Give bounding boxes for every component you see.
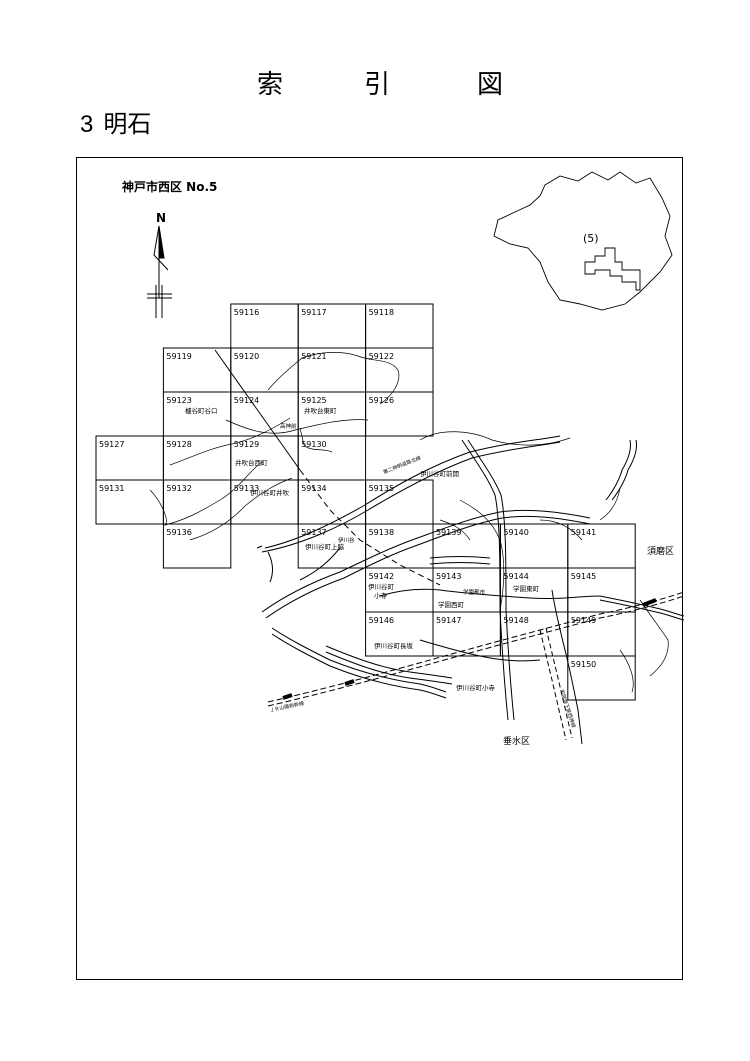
map-tile[interactable] xyxy=(162,523,232,569)
place-label: 小寺 xyxy=(374,591,388,600)
map-tile-number[interactable]: 59123 xyxy=(166,396,191,405)
map-tile-number[interactable]: 59131 xyxy=(99,484,124,493)
map-tile-number[interactable]: 59140 xyxy=(503,528,528,537)
map-frame xyxy=(76,157,683,980)
place-label: 学園西町 xyxy=(438,600,465,609)
map-tile-number[interactable]: 59147 xyxy=(436,616,461,625)
place-label-district: 垂水区 xyxy=(503,735,530,747)
map-tile-number[interactable]: 59141 xyxy=(571,528,596,537)
place-label: 伊川谷町井吹 xyxy=(250,488,290,497)
place-label: 伊川谷町前開 xyxy=(420,469,459,478)
map-tile[interactable] xyxy=(365,391,434,437)
map-tile-number[interactable]: 59142 xyxy=(369,572,394,581)
map-tile-number[interactable]: 59129 xyxy=(234,440,259,449)
place-label: 伊川谷 xyxy=(338,536,355,544)
place-label: 高神前 xyxy=(280,422,297,430)
page-title-char-2: 引 xyxy=(364,70,391,100)
section-number: 3 xyxy=(80,111,94,138)
map-tile-number[interactable]: 59120 xyxy=(234,352,259,361)
section-name: 明石 xyxy=(103,110,152,138)
page-title: 索 引 図 xyxy=(0,64,750,104)
map-tile-number[interactable]: 59132 xyxy=(166,484,191,493)
place-label: 井吹台東町 xyxy=(304,406,337,415)
place-label: 伊川谷町小寺 xyxy=(456,683,496,692)
map-tile-number[interactable]: 59149 xyxy=(571,616,596,625)
map-tile-number[interactable]: 59145 xyxy=(571,572,596,581)
map-tile-number[interactable]: 59143 xyxy=(436,572,461,581)
place-label-district: 須磨区 xyxy=(647,546,674,557)
map-tile-number[interactable]: 59134 xyxy=(301,484,326,493)
map-tile-number[interactable]: 59128 xyxy=(166,440,191,449)
place-labels: 櫨谷町谷口 井吹台東町 高神前 井吹台西町 伊川谷町井吹 伊川谷町前開 伊川谷町… xyxy=(185,406,674,747)
map-tile-number[interactable]: 59135 xyxy=(369,484,394,493)
map-tile-number[interactable]: 59138 xyxy=(369,528,394,537)
map-tile-number[interactable]: 59150 xyxy=(571,660,596,669)
railway-lines xyxy=(214,349,685,741)
map-tile-number[interactable]: 59122 xyxy=(369,352,394,361)
place-label: 井吹台西町 xyxy=(235,458,268,467)
map-tile-number[interactable]: 59133 xyxy=(234,484,259,493)
map-tile-number[interactable]: 59139 xyxy=(436,528,461,537)
place-label: 伊川谷町 xyxy=(368,582,395,591)
map-tile-number[interactable]: 59136 xyxy=(166,528,191,537)
place-label: 学園都市 xyxy=(463,588,486,596)
place-label: 学園東町 xyxy=(513,584,540,593)
place-label: 櫨谷町谷口 xyxy=(185,406,218,415)
map-tile-number[interactable]: 59137 xyxy=(301,528,326,537)
map-tile-number[interactable]: 59146 xyxy=(369,616,394,625)
map-tile-number[interactable]: 59127 xyxy=(99,440,124,449)
north-label: N xyxy=(156,211,166,225)
map-tile-number[interactable]: 59121 xyxy=(301,352,326,361)
map-tile-number[interactable]: 59116 xyxy=(234,308,259,317)
map-tile-number[interactable]: 59119 xyxy=(166,352,191,361)
map-tile-number[interactable]: 59124 xyxy=(234,396,259,405)
north-arrow-icon: N xyxy=(147,211,172,318)
map-tile[interactable] xyxy=(567,655,636,701)
map-title: 神戸市西区 No.5 xyxy=(122,179,217,194)
road-label: 第二神明道路北線 xyxy=(382,454,422,475)
inset-locator-map: (5) xyxy=(493,171,673,311)
map-tile-number[interactable]: 59118 xyxy=(369,308,394,317)
map-tile-number[interactable]: 59125 xyxy=(301,396,326,405)
place-label: 伊川谷町長坂 xyxy=(374,641,414,650)
map-tile-number[interactable]: 59117 xyxy=(301,308,326,317)
place-label: 伊川谷町上脇 xyxy=(305,542,345,551)
tile-grid: 59116 59117 59118 59119 59120 59121 59122 59123… xyxy=(95,303,636,701)
map-tile-number[interactable]: 59148 xyxy=(503,616,528,625)
page-title-char-1: 索 xyxy=(257,70,284,100)
map-tile-number[interactable]: 59130 xyxy=(301,440,326,449)
map-tile-number[interactable]: 59126 xyxy=(369,396,394,405)
roads xyxy=(261,435,685,745)
page-title-char-3: 図 xyxy=(477,70,504,100)
inset-label: (5) xyxy=(583,232,599,245)
section-heading: 3 明石 xyxy=(80,104,151,139)
map-tile-number[interactable]: 59144 xyxy=(503,572,528,581)
